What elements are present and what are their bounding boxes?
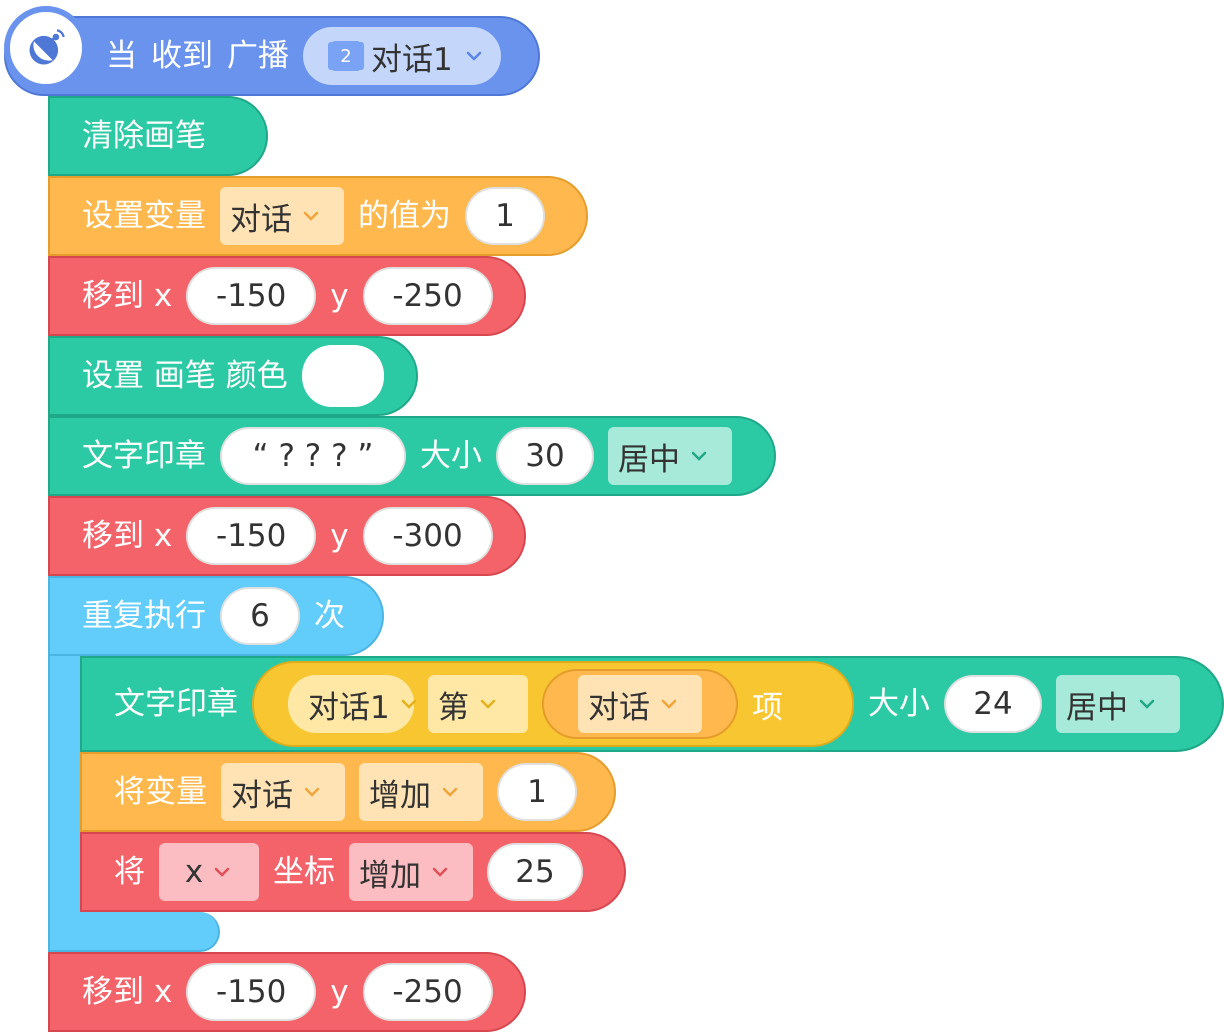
x-input[interactable]: -150 [186,507,317,565]
clear-pen-label: 清除画笔 [82,117,206,154]
coordinate-label: 坐标 [273,853,335,890]
chevron-down-icon [301,781,323,803]
repeat-suffix-label: 次 [314,597,345,634]
chevron-down-icon [688,445,710,467]
set-variable-label: 设置变量 [82,197,206,234]
stamp-text-input[interactable]: “ ? ? ? ” [220,427,406,485]
change-label: 将 [114,853,145,890]
operation-value: 增加 [359,857,421,894]
change-variable-label: 将变量 [114,773,207,810]
list-dropdown[interactable]: 对话1 [288,675,416,733]
operation-dropdown[interactable]: 增加 [359,763,483,821]
nth-dropdown[interactable]: 第 [428,675,528,733]
value-label: 的值为 [358,197,451,234]
list-item-reporter[interactable]: 对话1 第 对话 项 [252,661,854,747]
variable-name: 对话 [230,201,292,238]
y-input[interactable]: -250 [362,267,493,325]
repeat-label: 重复执行 [82,597,206,634]
repeat-block[interactable]: 重复执行 6 次 [48,576,384,656]
list-index-icon: 2 [331,41,361,71]
text-stamp-list-item-block[interactable]: 文字印章 对话1 第 对话 项 大小 24 居中 [80,656,1224,752]
chevron-down-icon [1136,693,1158,715]
move-to-block[interactable]: 移到 x -150 y -250 [48,256,526,336]
item-suffix-label: 项 [752,689,783,726]
move-to-block[interactable]: 移到 x -150 y -300 [48,496,526,576]
variable-dropdown[interactable]: 对话 [578,675,702,733]
when-receive-broadcast-block[interactable]: 当 收到 广播 2 对话1 [4,16,540,96]
text-stamp-label: 文字印章 [114,685,238,722]
satellite-dish-icon [4,6,88,90]
y-label: y [330,277,349,314]
chevron-down-icon [429,861,451,883]
y-label: y [330,517,349,554]
repeat-block-footer [48,912,220,952]
value-input[interactable]: 1 [465,187,545,245]
variable-reporter[interactable]: 对话 [542,669,738,739]
set-variable-block[interactable]: 设置变量 对话 的值为 1 [48,176,588,256]
move-to-x-label: 移到 x [82,517,173,554]
operation-value: 增加 [369,777,431,814]
chevron-down-icon [658,693,680,715]
size-input[interactable]: 30 [496,427,594,485]
variable-dropdown[interactable]: 对话 [220,187,344,245]
nth-label: 第 [438,689,469,726]
y-label: y [330,973,349,1010]
hat-broadcast-label: 广播 [227,37,289,74]
chevron-down-icon [477,693,499,715]
chevron-down-icon [211,861,233,883]
set-pen-color-block[interactable]: 设置 画笔 颜色 [48,336,418,416]
align-value: 居中 [1066,689,1128,726]
align-value: 居中 [618,441,680,478]
y-input[interactable]: -300 [362,507,493,565]
x-input[interactable]: -150 [186,267,317,325]
text-stamp-label: 文字印章 [82,437,206,474]
move-to-block[interactable]: 移到 x -150 y -250 [48,952,526,1032]
axis-dropdown[interactable]: x [159,843,259,901]
variable-name: 对话 [231,777,293,814]
axis-value: x [184,854,204,890]
x-input[interactable]: -150 [186,963,317,1021]
chevron-down-icon [300,205,322,227]
align-dropdown[interactable]: 居中 [1056,675,1180,733]
clear-pen-block[interactable]: 清除画笔 [48,96,268,176]
size-label: 大小 [868,685,930,722]
change-value-input[interactable]: 1 [497,763,577,821]
change-variable-block[interactable]: 将变量 对话 增加 1 [80,752,616,832]
repeat-count-input[interactable]: 6 [220,587,300,645]
broadcast-message-value: 对话1 [371,41,453,78]
list-name: 对话1 [308,689,390,726]
align-dropdown[interactable]: 居中 [608,427,732,485]
chevron-down-icon [439,781,461,803]
operation-dropdown[interactable]: 增加 [349,843,473,901]
size-input[interactable]: 24 [944,675,1042,733]
change-coordinate-block[interactable]: 将 x 坐标 增加 25 [80,832,626,912]
move-to-x-label: 移到 x [82,277,173,314]
move-to-x-label: 移到 x [82,973,173,1010]
chevron-down-icon [398,693,420,715]
text-stamp-block[interactable]: 文字印章 “ ? ? ? ” 大小 30 居中 [48,416,776,496]
pen-color-swatch[interactable] [301,345,384,407]
change-value-input[interactable]: 25 [487,843,583,901]
set-pen-color-label: 设置 画笔 颜色 [82,357,288,394]
hat-received-label: 收到 [151,37,213,74]
variable-dropdown[interactable]: 对话 [221,763,345,821]
size-label: 大小 [420,437,482,474]
broadcast-message-dropdown[interactable]: 2 对话1 [303,27,501,85]
variable-name: 对话 [588,689,650,726]
hat-when-label: 当 [106,37,137,74]
y-input[interactable]: -250 [362,963,493,1021]
chevron-down-icon [463,45,485,67]
